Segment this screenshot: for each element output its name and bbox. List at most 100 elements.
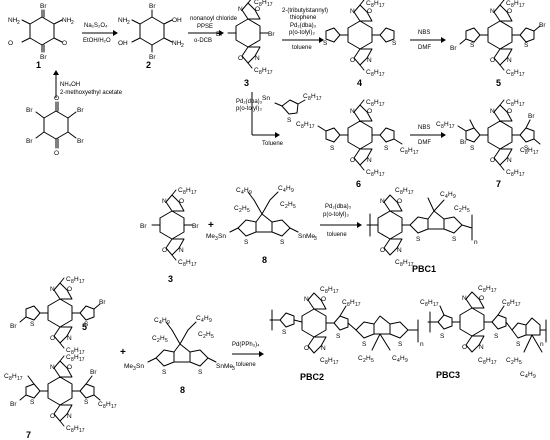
svg-text:H: H bbox=[206, 331, 211, 338]
svg-text:H: H bbox=[12, 373, 17, 380]
svg-text:8: 8 bbox=[511, 102, 514, 108]
atom-br: Br bbox=[460, 139, 467, 146]
svg-text:H: H bbox=[106, 401, 111, 408]
atom-s: S bbox=[330, 145, 335, 152]
atom-br: Br bbox=[40, 54, 47, 61]
atom-s: S bbox=[398, 341, 403, 348]
svg-text:H: H bbox=[403, 187, 408, 194]
atom-n: N bbox=[50, 364, 55, 371]
svg-text:17: 17 bbox=[191, 262, 197, 268]
atom-br: Br bbox=[99, 299, 106, 306]
svg-text:8: 8 bbox=[371, 3, 374, 9]
condition-nbs-2: NBS bbox=[418, 125, 430, 131]
svg-text:17: 17 bbox=[379, 172, 385, 178]
atom-s: S bbox=[162, 369, 167, 376]
atom-br: Br bbox=[539, 22, 546, 29]
svg-text:8: 8 bbox=[400, 190, 403, 196]
svg-text:Sn: Sn bbox=[218, 233, 226, 240]
compound-5-structure: N O O N S S Br Br C 8 H 17 C 8 H 17 bbox=[450, 0, 546, 78]
atom-s: S bbox=[30, 399, 35, 406]
svg-text:2: 2 bbox=[127, 20, 130, 26]
svg-text:8: 8 bbox=[103, 404, 106, 410]
atom-n: N bbox=[255, 55, 260, 62]
atom-s: S bbox=[336, 333, 341, 340]
svg-text:17: 17 bbox=[79, 357, 85, 363]
svg-text:8: 8 bbox=[441, 124, 444, 130]
polymer-pbc3-structure: N O O N S S S n C 8 H 17 C 8 H 17 C 8 H … bbox=[420, 285, 547, 380]
svg-text:H: H bbox=[510, 299, 515, 306]
svg-text:H: H bbox=[186, 187, 191, 194]
svg-text:3: 3 bbox=[133, 366, 136, 372]
svg-text:17: 17 bbox=[379, 72, 385, 78]
alkyl-c8h17: C bbox=[66, 276, 71, 283]
alkyl-c8h17: C bbox=[66, 347, 71, 354]
atom-o: O bbox=[67, 364, 72, 371]
svg-text:5: 5 bbox=[467, 208, 470, 214]
label-pbc2: PBC2 bbox=[300, 372, 324, 382]
svg-text:17: 17 bbox=[408, 262, 414, 268]
atom-o: O bbox=[462, 344, 467, 351]
svg-text:4: 4 bbox=[397, 358, 400, 364]
svg-text:3: 3 bbox=[314, 236, 317, 242]
compound-2-structure: Br Br NH 2 OH OH NH 2 bbox=[118, 3, 184, 61]
svg-text:Sn: Sn bbox=[136, 363, 144, 370]
svg-text:8: 8 bbox=[511, 3, 514, 9]
alkyl-c8h17: C bbox=[502, 299, 507, 306]
atom-o: O bbox=[350, 157, 355, 164]
svg-text:H: H bbox=[528, 147, 533, 154]
atom-n: N bbox=[462, 295, 467, 302]
svg-text:H: H bbox=[286, 185, 291, 192]
atom-n: N bbox=[50, 286, 55, 293]
alkyl-c4h9: C bbox=[196, 315, 201, 322]
atom-oh: OH bbox=[118, 40, 128, 47]
svg-text:H: H bbox=[448, 191, 453, 198]
svg-text:H: H bbox=[374, 99, 379, 106]
alkyl-c4h9: C bbox=[520, 371, 525, 378]
svg-text:17: 17 bbox=[267, 2, 273, 8]
svg-text:8: 8 bbox=[308, 96, 311, 102]
svg-text:H: H bbox=[514, 69, 519, 76]
svg-text:H: H bbox=[350, 299, 355, 306]
condition-r5-1: Pd₂(dba)₃ bbox=[325, 204, 352, 210]
svg-text:H: H bbox=[74, 425, 79, 432]
polymer-n: n bbox=[420, 341, 424, 348]
atom-o: O bbox=[50, 335, 55, 342]
alkyl-c2h5: C bbox=[454, 205, 459, 212]
atom-br: Br bbox=[10, 323, 17, 330]
atom-snme3: SnMe bbox=[298, 233, 315, 240]
svg-text:17: 17 bbox=[333, 360, 339, 366]
atom-n: N bbox=[367, 157, 372, 164]
svg-text:8: 8 bbox=[301, 124, 304, 130]
alkyl-c8h17: C bbox=[4, 373, 9, 380]
atom-o: O bbox=[507, 8, 512, 15]
svg-text:5: 5 bbox=[247, 208, 250, 214]
alkyl-c8h17: C bbox=[178, 187, 183, 194]
condition-r3-2: thiophene bbox=[290, 15, 317, 21]
condition-r3-1: 2-(tributylstannyl) bbox=[282, 8, 328, 14]
svg-text:8: 8 bbox=[325, 360, 328, 366]
alkyl-c8h17: C bbox=[66, 425, 71, 432]
condition-r6-1: Pd(PPh₃)₄ bbox=[232, 342, 260, 348]
svg-text:17: 17 bbox=[79, 350, 85, 356]
atom-s: S bbox=[524, 145, 529, 152]
condition-r4-1: Pd₂(dba)₃ bbox=[236, 99, 263, 105]
atom-n: N bbox=[67, 335, 72, 342]
svg-text:8: 8 bbox=[400, 262, 403, 268]
svg-text:4: 4 bbox=[159, 320, 162, 326]
alkyl-c8h17: C bbox=[436, 121, 441, 128]
atom-s: S bbox=[516, 341, 521, 348]
compound-8b-structure: S S Me 3 Sn SnMe 3 C 4 H 9 C 4 H 9 C 2 H… bbox=[124, 315, 235, 376]
svg-text:H: H bbox=[74, 276, 79, 283]
svg-text:2: 2 bbox=[239, 208, 242, 214]
svg-text:H: H bbox=[311, 93, 316, 100]
label-compound-7: 7 bbox=[496, 179, 501, 189]
condition-r0-1: NH₄OH bbox=[60, 82, 80, 88]
svg-text:9: 9 bbox=[249, 190, 252, 196]
atom-n: N bbox=[367, 57, 372, 64]
svg-text:H: H bbox=[428, 299, 433, 306]
atom-br: Br bbox=[77, 138, 84, 145]
alkyl-c8h17: C bbox=[320, 357, 325, 364]
svg-text:5: 5 bbox=[519, 360, 522, 366]
atom-n: N bbox=[397, 247, 402, 254]
svg-text:9: 9 bbox=[533, 374, 536, 380]
